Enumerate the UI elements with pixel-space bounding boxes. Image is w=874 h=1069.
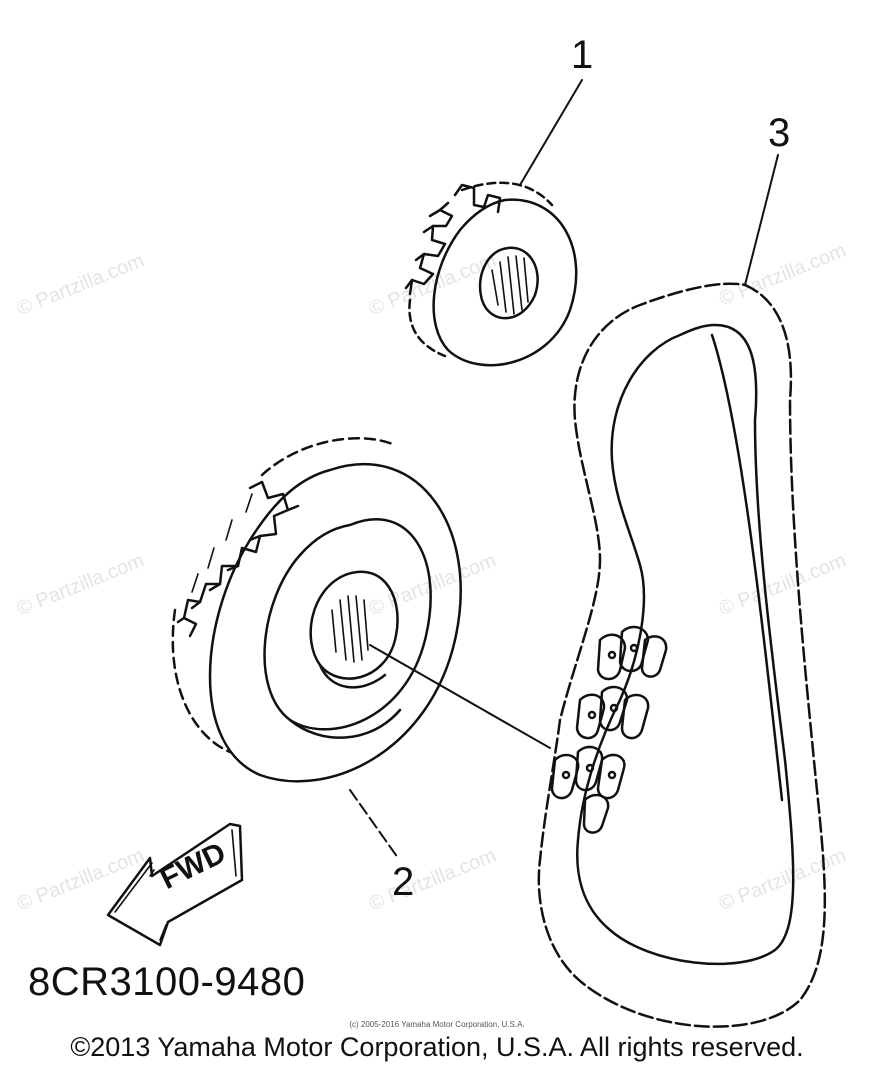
copyright-notice: ©2013 Yamaha Motor Corporation, U.S.A. A…	[70, 1032, 804, 1062]
fine-print: (c) 2005-2016 Yamaha Motor Corporation, …	[349, 1020, 525, 1029]
fwd-arrow	[106, 822, 244, 947]
callout-part-2: 2	[392, 860, 415, 904]
diagram-code: 8CR3100-9480	[28, 960, 306, 1004]
small-sprocket	[404, 79, 583, 367]
callout-part-3: 3	[768, 111, 791, 155]
drive-chain	[369, 154, 827, 1028]
large-sprocket	[171, 437, 462, 859]
callout-part-1: 1	[571, 33, 594, 77]
